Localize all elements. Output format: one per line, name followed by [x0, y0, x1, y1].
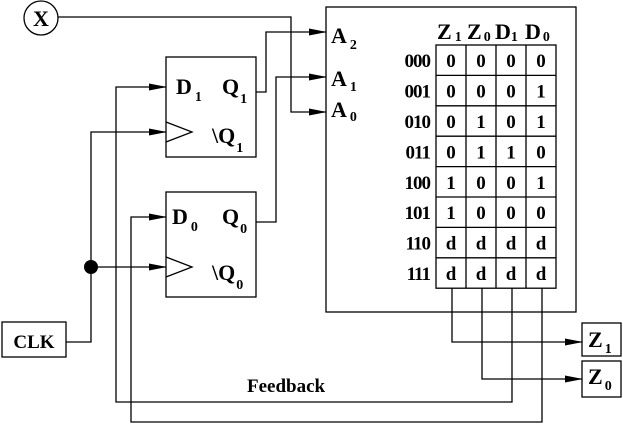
wire-z0-out	[481, 288, 583, 383]
flipflop-1-box	[165, 56, 257, 158]
input-x-circle	[23, 0, 59, 36]
flipflop-1-clock-triangle	[165, 121, 194, 143]
rom-col-d1: D1	[495, 19, 518, 45]
rom-cell: 1	[476, 142, 486, 163]
rom-cell: 0	[506, 173, 516, 194]
wire-z1-out	[451, 288, 583, 346]
rom-cell: 0	[446, 142, 456, 163]
rom-cell: 0	[446, 51, 456, 72]
rom-cell: 0	[446, 82, 456, 103]
rom-cell: 0	[506, 112, 516, 133]
output-z1-box	[581, 322, 622, 357]
wire-feedback-d0	[130, 213, 543, 423]
rom-cell: 0	[506, 51, 516, 72]
flipflop-0-q-label: Q0	[222, 204, 247, 237]
rom-row-address: 100	[405, 173, 431, 194]
wire-q1-to-a2	[256, 28, 327, 93]
feedback-label: Feedback	[247, 376, 326, 397]
rom-cell: d	[506, 264, 517, 285]
rom-cell: 0	[476, 51, 486, 72]
input-x: X	[23, 0, 59, 36]
wires	[58, 16, 583, 423]
rom-cell: 0	[536, 51, 546, 72]
rom-row-address: 000	[405, 51, 431, 72]
rom-cell: 1	[536, 173, 546, 194]
rom-cell: d	[446, 234, 457, 255]
wire-q0-to-a1	[256, 73, 327, 223]
rom-cell: 0	[536, 203, 546, 224]
rom-row-address: 101	[405, 203, 431, 224]
rom-cell: 0	[446, 112, 456, 133]
rom-row-address: 011	[406, 142, 431, 163]
clock-label: CLK	[13, 332, 54, 353]
rom-cell: 1	[536, 112, 546, 133]
rom-cell: 0	[536, 142, 546, 163]
flipflop-1-qbar-label: \Q1	[211, 123, 243, 156]
clock-box	[1, 321, 67, 358]
rom-cell: d	[476, 234, 487, 255]
rom-cell: 1	[506, 142, 516, 163]
clock-junction-dot	[84, 260, 98, 274]
rom-cell: d	[476, 264, 487, 285]
flipflop-0-clock-triangle	[165, 256, 194, 278]
rom-row-address: 111	[407, 264, 431, 285]
rom-cell: 1	[446, 203, 456, 224]
wire-feedback-d1	[115, 83, 513, 403]
flipflop-0-qbar-label: \Q0	[211, 260, 243, 293]
rom-cell: 0	[476, 173, 486, 194]
wire-x-to-a0	[58, 16, 327, 116]
rom-cell: 1	[446, 173, 456, 194]
clock-source: CLK	[1, 321, 67, 358]
rom-cell: d	[536, 234, 547, 255]
rom-row-address: 001	[405, 82, 431, 103]
rom-cell: 0	[506, 82, 516, 103]
flipflop-0-box	[165, 191, 257, 298]
rom-row-address: 010	[405, 112, 431, 133]
rom-cell: 0	[476, 203, 486, 224]
output-z0-box	[581, 360, 622, 398]
rom-row-address: 110	[406, 234, 431, 255]
rom-cell: d	[506, 234, 517, 255]
rom-cell: 1	[476, 112, 486, 133]
flipflop-1-q-label: Q1	[222, 74, 247, 107]
input-x-label: X	[33, 6, 49, 31]
rom-cell: d	[446, 264, 457, 285]
rom-cell: d	[536, 264, 547, 285]
rom-cell: 1	[536, 82, 546, 103]
rom-cell: 0	[506, 203, 516, 224]
rom-cell: 0	[476, 82, 486, 103]
wire-clk-to-ff1	[66, 128, 167, 343]
